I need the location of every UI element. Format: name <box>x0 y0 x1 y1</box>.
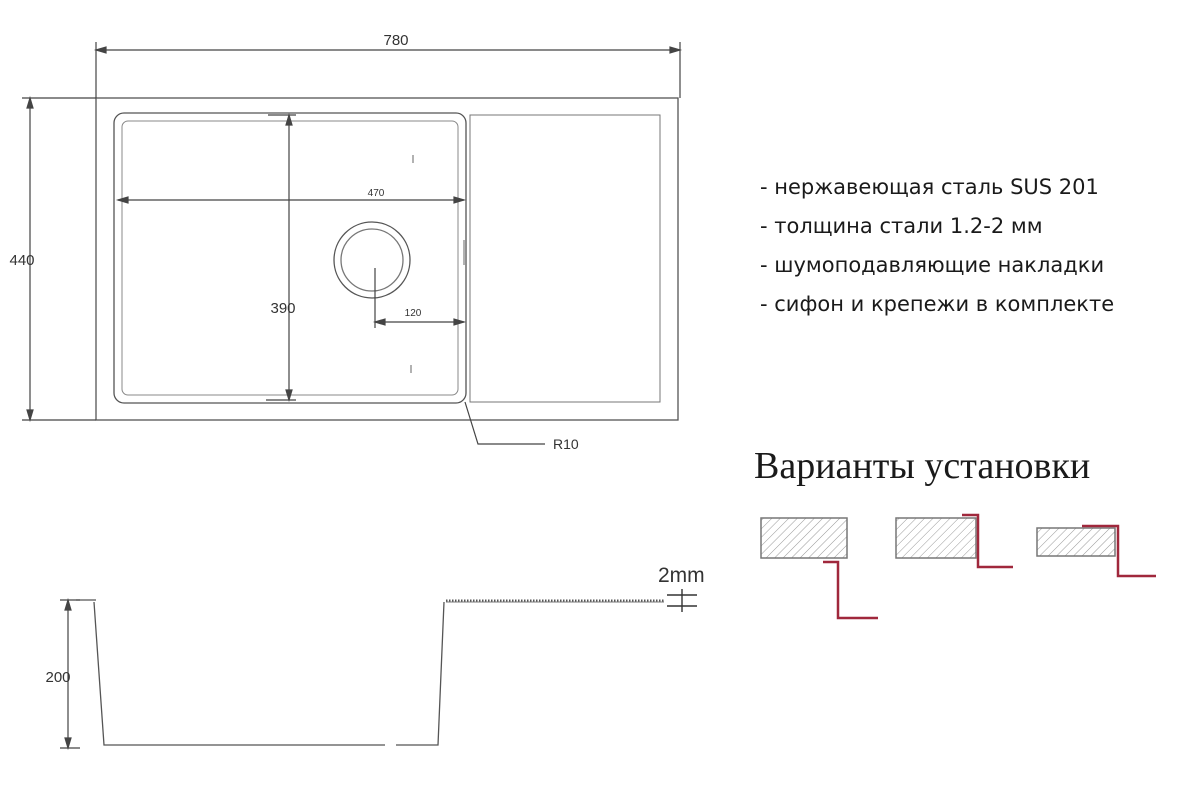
bowl-inner <box>121 120 459 396</box>
section-view <box>76 599 664 746</box>
dim-470-label: 470 <box>368 188 385 199</box>
dim-120 <box>372 268 467 328</box>
dim-470 <box>115 196 467 204</box>
dim-2mm-label: 2mm <box>658 564 705 587</box>
dim-390 <box>266 112 296 403</box>
feature-item: - толщина стали 1.2-2 мм <box>760 214 1043 238</box>
feature-item: - шумоподавляющие накладки <box>760 253 1105 277</box>
dim-440-label: 440 <box>9 252 34 269</box>
r10-leader <box>464 401 545 445</box>
dim-390-label: 390 <box>270 300 295 317</box>
install-variant-2 <box>895 513 1013 569</box>
sink-outline <box>95 97 679 421</box>
section-bowl-profile-right <box>396 601 445 746</box>
dim-200-label: 200 <box>45 669 70 686</box>
section-bowl-profile <box>93 601 385 746</box>
feature-item: - сифон и крепежи в комплекте <box>760 292 1115 316</box>
dim-780 <box>93 42 683 98</box>
r10-label: R10 <box>553 436 579 452</box>
drain-outer <box>333 221 411 299</box>
dim-120-label: 120 <box>405 308 422 319</box>
feature-item: - нержавеющая сталь SUS 201 <box>760 175 1099 199</box>
drainboard <box>469 114 661 403</box>
top-view <box>95 97 679 421</box>
dim-200 <box>60 597 80 751</box>
dim-440 <box>22 95 96 423</box>
install-variant-1 <box>760 517 878 620</box>
dim-2mm <box>667 589 697 612</box>
drain-inner <box>340 228 404 292</box>
feature-list: - нержавеющая сталь SUS 201 - толщина ст… <box>760 168 1114 324</box>
bowl-outer <box>113 112 467 404</box>
install-title: Варианты установки <box>754 445 1091 487</box>
dim-780-label: 780 <box>383 32 408 49</box>
install-variant-3 <box>1036 524 1156 578</box>
